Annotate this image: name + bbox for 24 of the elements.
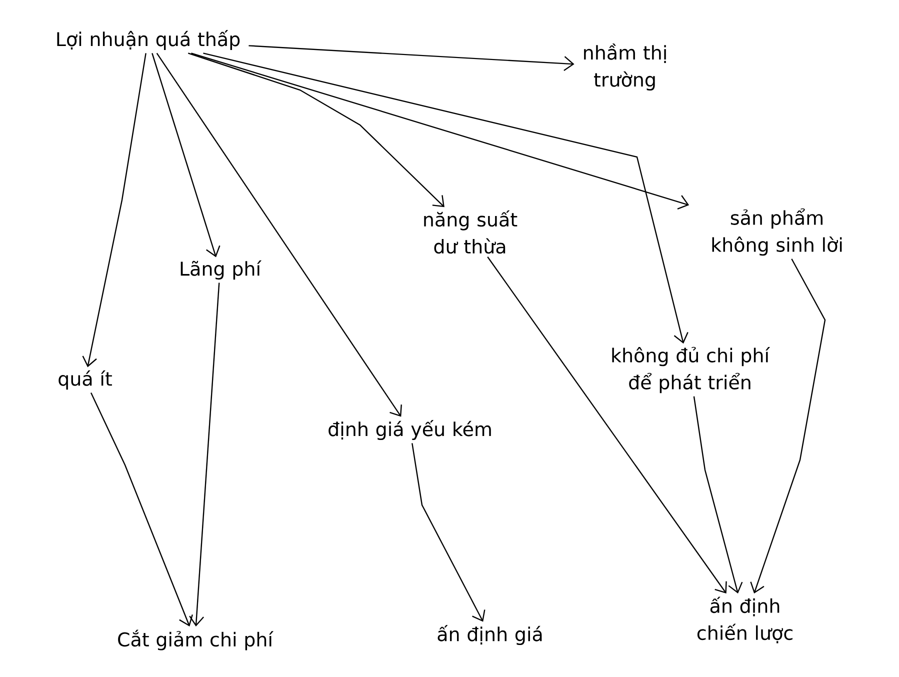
arrow: [412, 443, 486, 622]
arrow: [82, 53, 146, 368]
arrow: [152, 53, 220, 258]
arrow: [188, 52, 444, 208]
arrow: [487, 256, 727, 594]
text-label: năng suất dư thừa: [424, 210, 518, 254]
text-label: Lãng phí: [180, 260, 262, 280]
text-label: sản phẩm không sinh lời: [712, 208, 842, 256]
text-label: Lợi nhuận quá thấp: [57, 30, 240, 50]
text-label: không đủ chi phí để phát triển: [612, 346, 770, 394]
arrow: [156, 52, 402, 417]
text-label: Cắt giảm chi phí: [118, 630, 274, 650]
text-label: định giá yếu kém: [328, 420, 491, 440]
arrow: [750, 258, 826, 594]
arrow: [248, 45, 574, 72]
text-label: quá ít: [58, 370, 112, 390]
arrow: [189, 282, 220, 626]
text-label: nhầm thị trường: [584, 43, 666, 90]
arrow: [191, 52, 690, 210]
arrow: [90, 392, 193, 626]
text-label: ấn định chiến lược: [697, 596, 792, 644]
arrow: [203, 52, 688, 344]
arrow: [693, 396, 743, 594]
text-label: ấn định giá: [438, 625, 542, 646]
